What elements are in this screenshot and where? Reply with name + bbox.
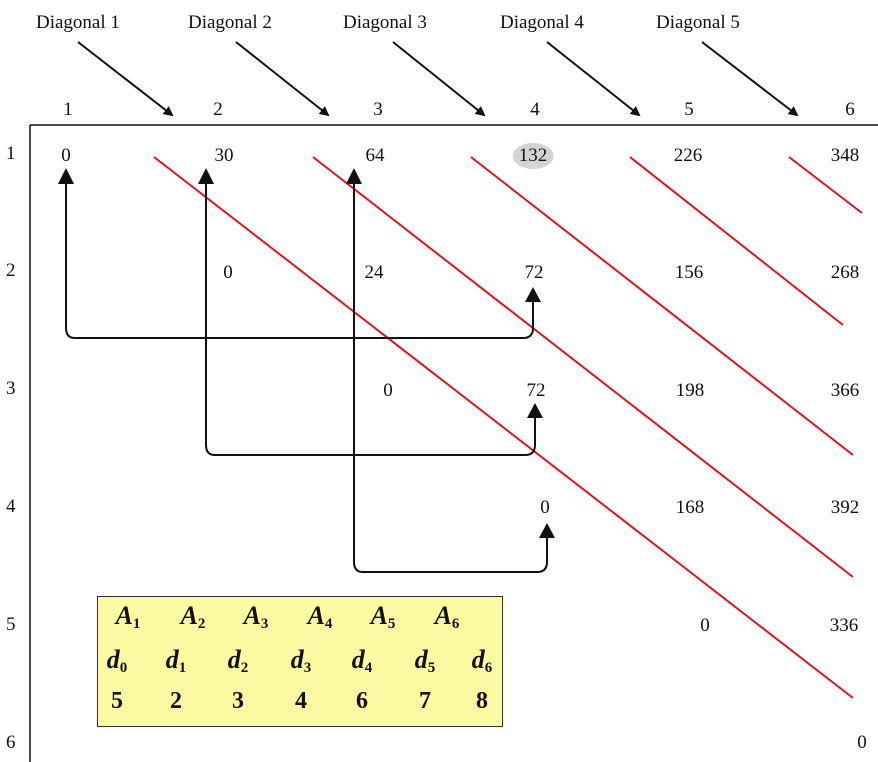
row-header-2: 2 <box>6 260 16 281</box>
cell-1-1: 0 <box>61 145 71 166</box>
legend-matrix-a3: A3 <box>243 601 269 632</box>
diagonal-label-1: Diagonal 1 <box>36 12 120 33</box>
cell-2-5: 156 <box>674 262 704 283</box>
legend-dim-d5: d5 <box>414 645 436 676</box>
dependency-arrow-2-head-a <box>198 168 214 184</box>
legend-matrix-a5: A5 <box>370 601 396 632</box>
diagonal-line-3 <box>470 156 854 456</box>
dependency-arrow-2 <box>205 172 536 456</box>
cell-5-6: 336 <box>829 615 859 636</box>
cell-2-3: 24 <box>364 262 384 283</box>
diagonal-2-arrow <box>235 41 330 117</box>
diagonal-line-2 <box>312 156 854 578</box>
row-header-6: 6 <box>6 732 16 753</box>
legend-matrix-a4: A4 <box>307 601 333 632</box>
col-header-4: 4 <box>530 99 540 120</box>
legend-dim-d0: d0 <box>106 645 128 676</box>
legend-dim-d1: d1 <box>165 645 187 676</box>
diagonal-1-arrow <box>77 41 174 117</box>
col-header-5: 5 <box>684 99 694 120</box>
cell-1-3: 64 <box>365 145 385 166</box>
legend-value-d0: 5 <box>111 688 123 714</box>
legend-value-d6: 8 <box>476 688 488 714</box>
dimension-legend: A1 A2 A3 A4 A5 A6 d0 d1 d2 d3 d4 d5 d6 5… <box>97 596 503 727</box>
cell-4-4: 0 <box>540 497 550 518</box>
diagonal-3-arrow <box>392 41 486 117</box>
row-header-1: 1 <box>6 143 16 164</box>
diagonal-label-5: Diagonal 5 <box>656 12 740 33</box>
legend-value-d3: 4 <box>295 688 307 714</box>
legend-dim-d4: d4 <box>351 645 373 676</box>
col-header-3: 3 <box>373 99 383 120</box>
row-header-4: 4 <box>6 496 16 517</box>
legend-value-d2: 3 <box>232 688 244 714</box>
cell-4-5: 168 <box>675 497 705 518</box>
cell-6-6: 0 <box>857 732 867 753</box>
dependency-arrow-2-head-b <box>527 403 543 418</box>
dependency-arrow-1-head-b <box>525 287 541 302</box>
legend-value-d5: 7 <box>419 688 431 714</box>
cell-2-2: 0 <box>223 262 233 283</box>
dependency-arrow-1 <box>65 172 534 339</box>
col-header-1: 1 <box>63 99 73 120</box>
cell-3-6: 366 <box>830 380 860 401</box>
dependency-arrow-1-head-a <box>58 168 74 184</box>
dependency-arrow-3-head-a <box>346 168 362 184</box>
legend-value-d1: 2 <box>170 688 182 714</box>
legend-dim-d6: d6 <box>471 645 493 676</box>
cell-1-4-highlighted: 132 <box>512 143 554 169</box>
legend-dim-d2: d2 <box>227 645 249 676</box>
diagonal-4-arrow <box>546 41 641 117</box>
cell-2-6: 268 <box>830 262 860 283</box>
row-header-5: 5 <box>6 614 16 635</box>
diagonal-5-arrow <box>701 41 799 117</box>
cell-2-4: 72 <box>524 262 544 283</box>
cell-3-3: 0 <box>383 380 393 401</box>
dependency-arrow-3-head-b <box>539 523 555 538</box>
legend-matrix-a2: A2 <box>180 601 206 632</box>
diagonal-label-2: Diagonal 2 <box>188 12 272 33</box>
diagonal-label-4: Diagonal 4 <box>500 12 584 33</box>
row-header-3: 3 <box>6 378 16 399</box>
dependency-arrow-3 <box>353 172 548 573</box>
diagonal-line-4 <box>629 156 844 326</box>
legend-matrix-a1: A1 <box>115 601 141 632</box>
cell-1-2: 30 <box>214 145 234 166</box>
diagonal-line-1 <box>153 156 854 699</box>
cell-3-4: 72 <box>526 380 546 401</box>
legend-dim-d3: d3 <box>290 645 312 676</box>
cell-1-6: 348 <box>830 145 860 166</box>
cell-3-5: 198 <box>675 380 705 401</box>
col-header-6: 6 <box>845 99 855 120</box>
cell-5-5: 0 <box>700 615 710 636</box>
legend-matrix-a6: A6 <box>434 601 460 632</box>
cell-1-5: 226 <box>673 145 703 166</box>
diagonal-line-5 <box>788 156 863 214</box>
legend-value-d4: 6 <box>356 688 368 714</box>
col-header-2: 2 <box>213 99 223 120</box>
cell-4-6: 392 <box>830 497 860 518</box>
diagonal-label-3: Diagonal 3 <box>343 12 427 33</box>
